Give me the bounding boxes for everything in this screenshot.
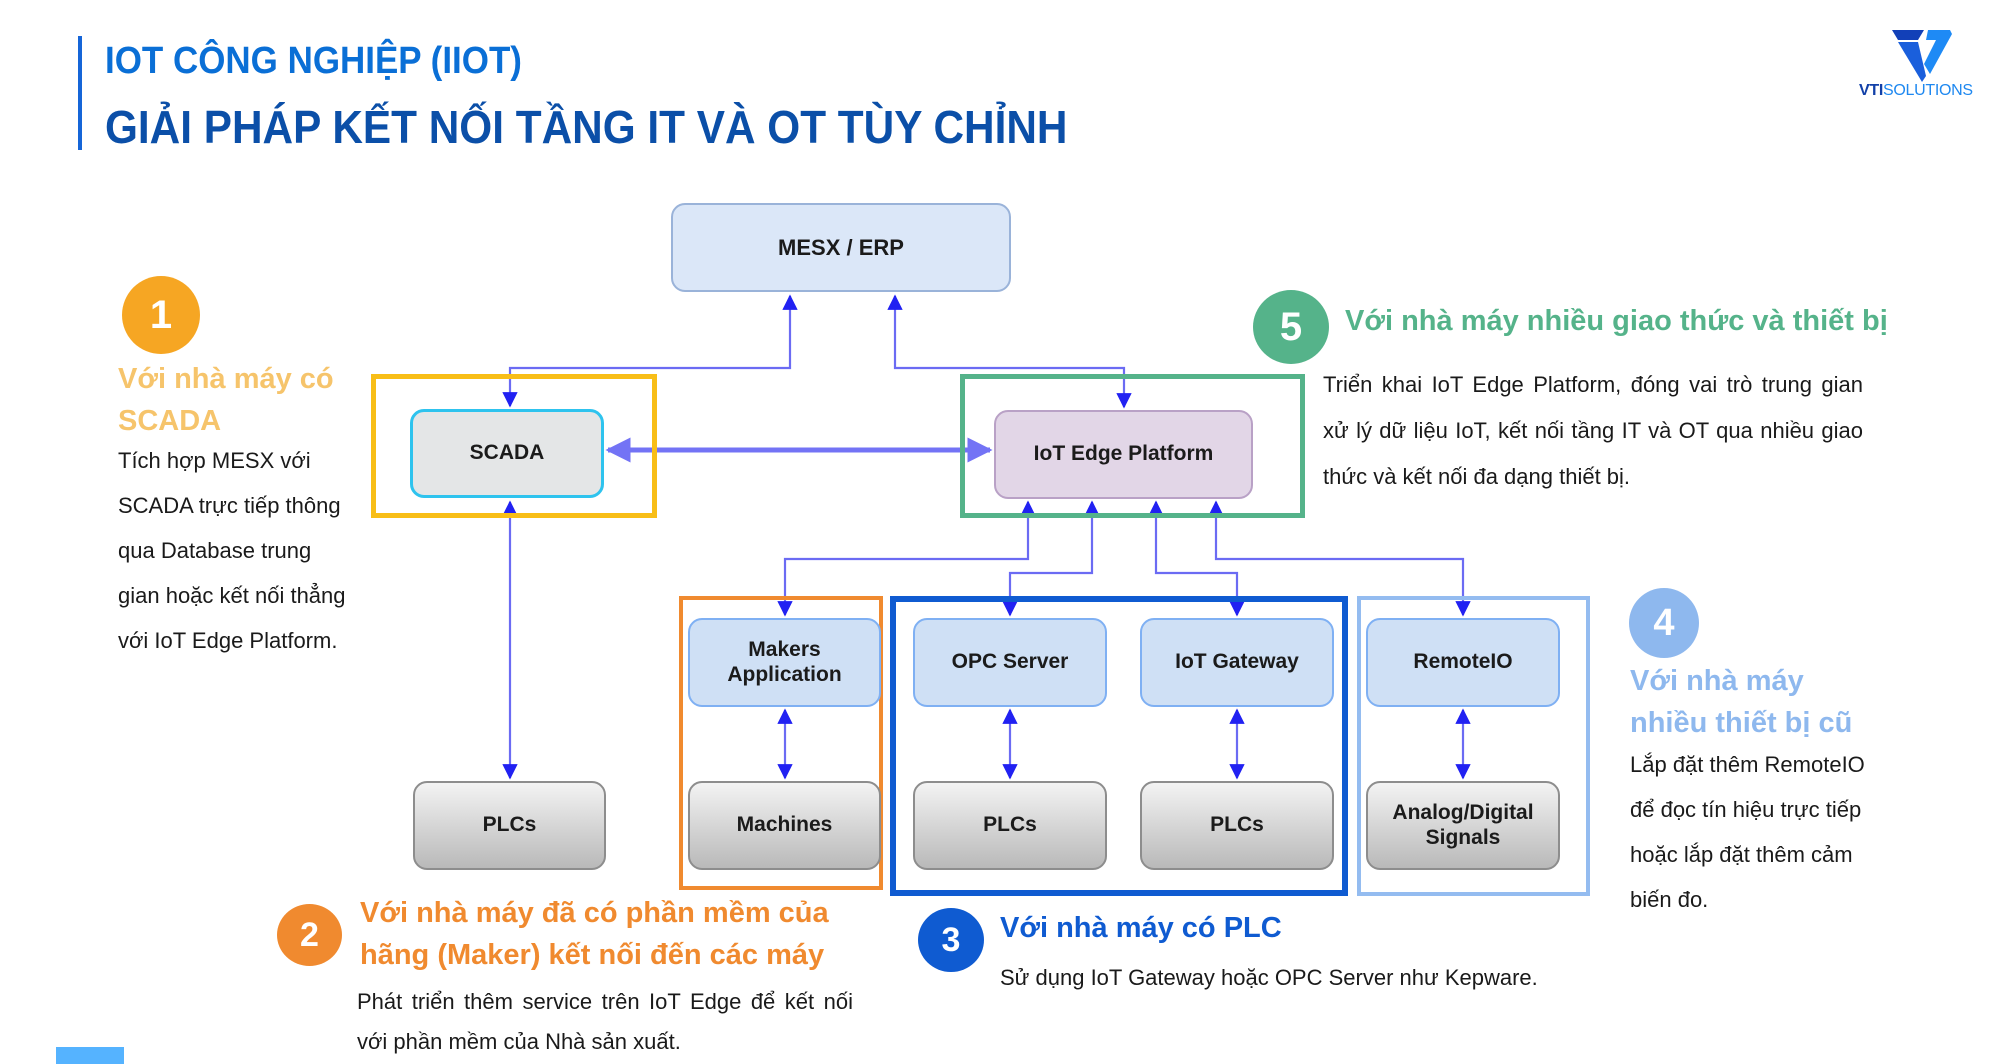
page-subtitle: IOT CÔNG NGHIỆP (IIOT) <box>105 40 522 82</box>
scenario-5-body: Triển khai IoT Edge Platform, đóng vai t… <box>1323 372 1863 489</box>
scenario-5-badge: 5 <box>1253 290 1329 364</box>
logo-wordmark: VTISOLUTIONS <box>1859 82 1973 100</box>
node-plcs-scada: PLCs <box>413 781 606 870</box>
scenario-2-body: Phát triển thêm service trên IoT Edge để… <box>357 989 853 1054</box>
node-iot-gateway: IoT Gateway <box>1140 618 1334 707</box>
node-plcs-gateway: PLCs <box>1140 781 1334 870</box>
scenario-5-heading: Với nhà máy nhiều giao thức và thiết bị <box>1345 305 1888 337</box>
iot-edge-group-frame <box>960 374 1305 518</box>
footer-accent-bar <box>56 1047 124 1064</box>
scenario-2-heading: Với nhà máy đã có phần mềm của hãng (Mak… <box>360 897 829 971</box>
scenario-1-badge: 1 <box>122 276 200 354</box>
scenario-3-badge: 3 <box>918 908 984 972</box>
node-makers-application: Makers Application <box>688 618 881 707</box>
node-opc-server: OPC Server <box>913 618 1107 707</box>
node-analog-digital-signals: Analog/Digital Signals <box>1366 781 1560 870</box>
scenario-3-heading: Với nhà máy có PLC <box>1000 912 1282 944</box>
node-mesx-erp: MESX / ERP <box>671 203 1011 292</box>
link-mesx-scada <box>502 294 798 408</box>
logo-brand-light: SOLUTIONS <box>1883 82 1973 99</box>
remoteio-group-frame <box>1357 596 1590 896</box>
node-plcs-opc: PLCs <box>913 781 1107 870</box>
maker-group-frame <box>679 596 883 890</box>
node-iot-edge-platform: IoT Edge Platform <box>994 410 1253 499</box>
page-title: GIẢI PHÁP KẾT NỐI TẦNG IT VÀ OT TÙY CHỈN… <box>105 101 1068 153</box>
title-accent-bar <box>78 36 82 150</box>
scenario-4-body: Lắp đặt thêm RemoteIO để đọc tín hiệu tr… <box>1630 752 1865 912</box>
link-iotedge-remoteio <box>1208 500 1471 617</box>
scenario-1-body: Tích hợp MESX với SCADA trực tiếp thông … <box>118 448 346 653</box>
link-iotedge-opc <box>1002 500 1100 617</box>
link-mesx-iotedge <box>887 294 1132 409</box>
node-remoteio: RemoteIO <box>1366 618 1560 707</box>
scenario-3-body: Sử dụng IoT Gateway hoặc OPC Server như … <box>1000 965 1538 990</box>
scenario-4-badge: 4 <box>1629 588 1699 658</box>
scenario-2-badge: 2 <box>277 904 342 966</box>
scada-group-frame <box>371 374 657 518</box>
node-scada: SCADA <box>410 409 604 498</box>
logo-brand-bold: VTI <box>1859 82 1883 99</box>
node-machines: Machines <box>688 781 881 870</box>
plc-group-frame <box>890 596 1348 896</box>
vti-triangle-logo-icon <box>1892 30 1952 82</box>
scenario-4-heading: Với nhà máy nhiều thiết bị cũ <box>1630 665 1853 739</box>
scenario-1-heading: Với nhà máy có SCADA <box>118 363 334 437</box>
